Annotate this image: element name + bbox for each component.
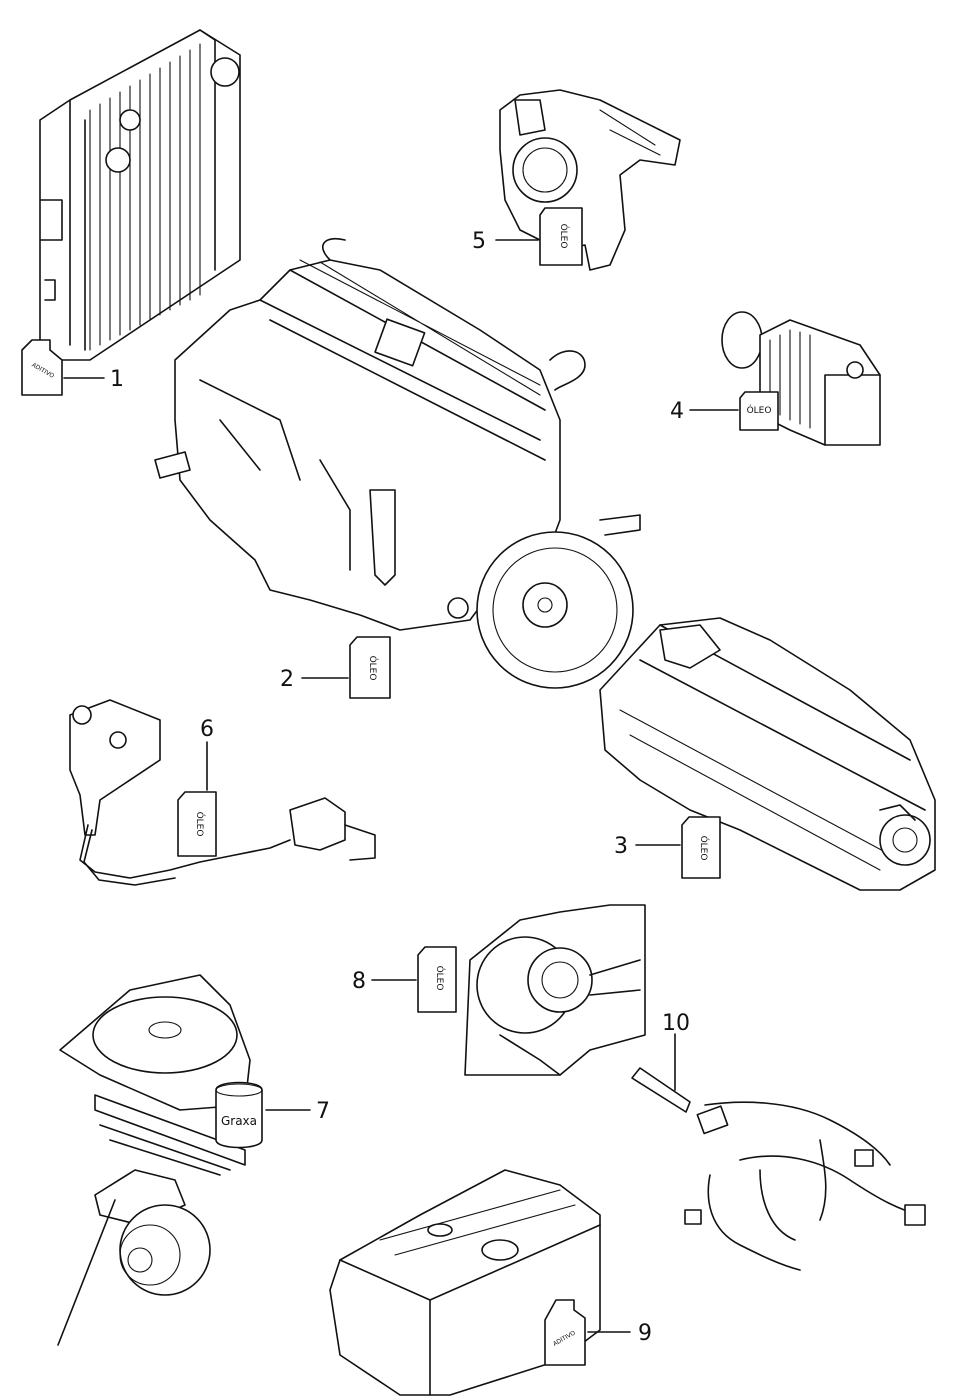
additive-bottle — [21, 339, 63, 396]
fuel-tank — [329, 1169, 601, 1396]
hydraulic-tank — [721, 311, 881, 446]
container-label-2: ÓLEO — [367, 656, 379, 681]
callout-number-4: 4 — [670, 399, 684, 424]
fifth-wheel-hub — [57, 974, 251, 1346]
callout-number-5: 5 — [472, 229, 486, 254]
oil-can — [177, 791, 217, 857]
additive-bottle — [544, 1299, 586, 1366]
callout-number-7: 7 — [316, 1099, 330, 1124]
oil-can — [417, 946, 457, 1013]
callout-number-8: 8 — [352, 969, 366, 994]
gearbox — [599, 617, 936, 891]
callout-number-2: 2 — [280, 667, 294, 692]
oil-can — [539, 207, 583, 266]
oil-can — [681, 816, 721, 879]
oil-can — [349, 636, 391, 699]
rear-axle — [464, 904, 646, 1076]
clutch-actuator — [69, 699, 376, 886]
container-label-7: Graxa — [221, 1114, 257, 1128]
callout-2: ÓLEO 2 — [280, 636, 391, 699]
callout-4: ÓLEO 4 — [670, 391, 779, 431]
callout-number-9: 9 — [638, 1321, 652, 1346]
callout-number-6: 6 — [200, 717, 214, 742]
container-label-5: ÓLEO — [558, 224, 570, 249]
container-label-4: ÓLEO — [747, 404, 772, 416]
callout-5: ÓLEO 5 — [472, 207, 583, 266]
callout-number-1: 1 — [110, 367, 124, 392]
callout-3: ÓLEO 3 — [614, 816, 721, 879]
container-label-8: ÓLEO — [434, 966, 446, 991]
grease-tin — [215, 1081, 263, 1149]
callout-8: ÓLEO 8 — [352, 946, 457, 1013]
callout-1: ADITIVO 1 — [21, 339, 124, 396]
container-label-3: ÓLEO — [698, 836, 710, 861]
callout-number-10: 10 — [662, 1011, 690, 1036]
oil-can — [739, 391, 779, 431]
engine — [154, 238, 641, 689]
radiator — [39, 29, 241, 361]
callout-10: 10 — [631, 1011, 691, 1113]
callout-number-3: 3 — [614, 834, 628, 859]
callout-9: ADITIVO 9 — [544, 1299, 652, 1366]
steering-box — [499, 89, 681, 271]
wiring-harness — [684, 1101, 926, 1271]
grease-tube — [631, 1067, 691, 1113]
callout-6: ÓLEO 6 — [177, 717, 217, 857]
callout-7: Graxa 7 — [215, 1081, 330, 1149]
container-label-6: ÓLEO — [194, 812, 206, 837]
